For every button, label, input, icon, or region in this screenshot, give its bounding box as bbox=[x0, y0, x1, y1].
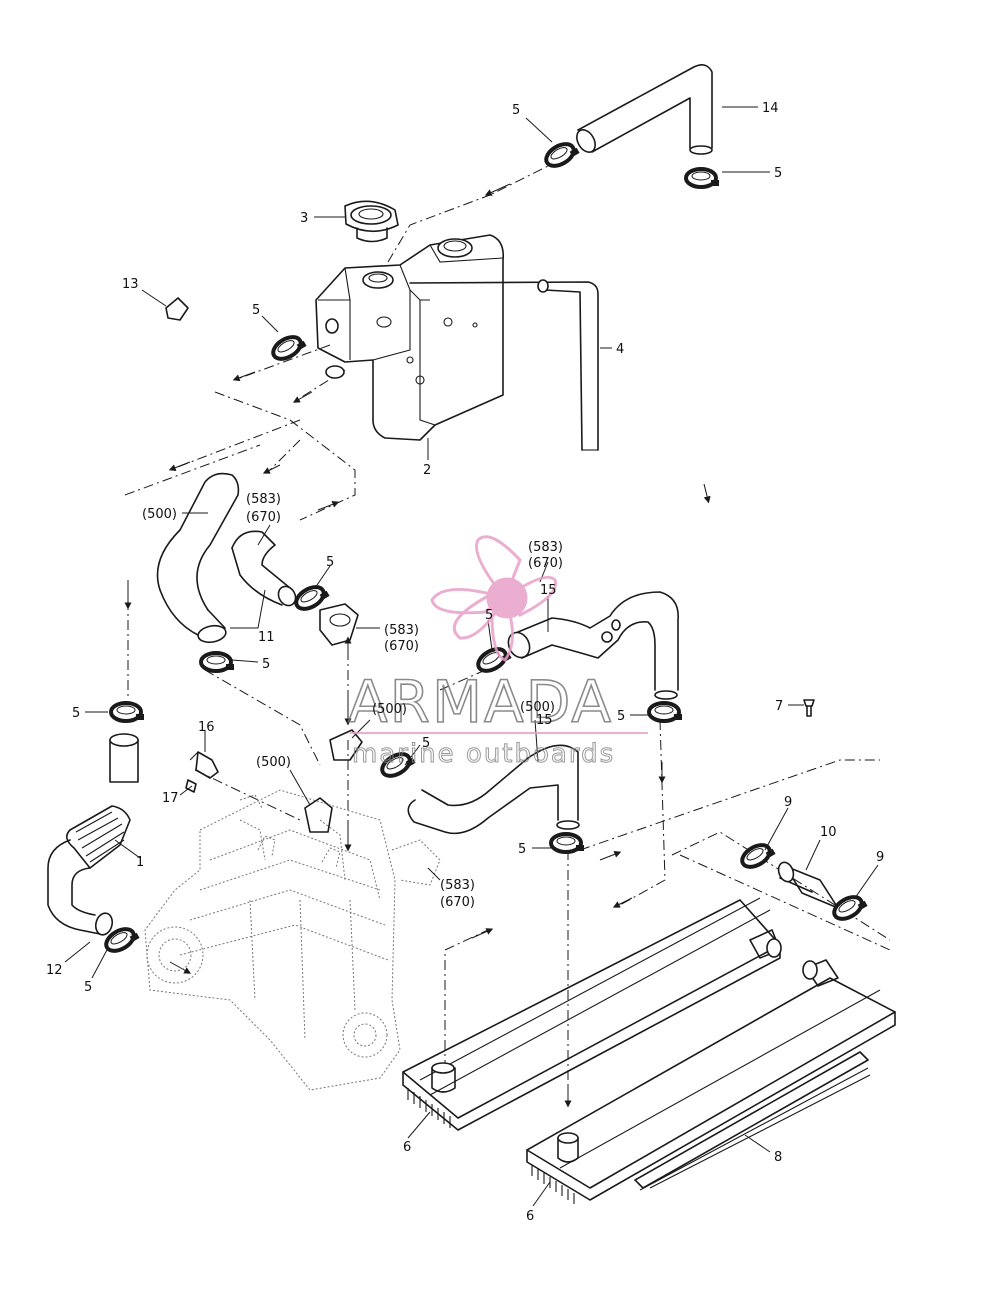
clamp-5-icon bbox=[271, 335, 307, 361]
label-part-6: 6 bbox=[403, 1140, 411, 1155]
label-ref-500: (500) bbox=[256, 755, 291, 770]
label-ref-670: (670) bbox=[384, 639, 419, 654]
bracket-11 bbox=[230, 589, 266, 629]
label-ref-670: (670) bbox=[440, 895, 475, 910]
label-part-14: 14 bbox=[762, 101, 779, 116]
label-ref-500: (500) bbox=[142, 507, 177, 522]
label-part-9: 9 bbox=[784, 795, 792, 810]
label-part-6: 6 bbox=[526, 1209, 534, 1224]
hose-583-670-left bbox=[231, 530, 297, 607]
leader-lines bbox=[64, 106, 879, 1207]
fastener-13 bbox=[165, 297, 189, 321]
fitting-500-center bbox=[304, 729, 363, 833]
label-part-5: 5 bbox=[422, 736, 430, 751]
label-ref-500: (500) bbox=[372, 702, 407, 717]
heat-exchanger-6-lower bbox=[526, 959, 896, 1204]
clamp-5-icon bbox=[380, 752, 416, 778]
hose-500-left bbox=[156, 472, 240, 644]
label-part-1: 1 bbox=[136, 855, 144, 870]
armada-logo-watermark: ARMADA marine outboards bbox=[347, 535, 648, 770]
clamp-5-icon bbox=[544, 142, 580, 168]
strip-8 bbox=[634, 1051, 871, 1191]
heat-exchanger-6-upper bbox=[402, 897, 782, 1131]
label-part-15: 15 bbox=[536, 713, 553, 728]
clamp-5-icon bbox=[647, 701, 682, 723]
watermark-brand: ARMADA bbox=[348, 668, 613, 736]
hose-upper-14 bbox=[576, 64, 713, 155]
washer-17 bbox=[185, 779, 197, 793]
hose-15-lower bbox=[407, 744, 580, 835]
clamp-9-icon bbox=[740, 843, 776, 869]
label-ref-583: (583) bbox=[440, 878, 475, 893]
expansion-tank-2 bbox=[315, 234, 505, 441]
label-part-9: 9 bbox=[876, 850, 884, 865]
label-ref-583: (583) bbox=[528, 540, 563, 555]
overflow-tube-4 bbox=[409, 279, 599, 451]
label-part-11: 11 bbox=[258, 630, 275, 645]
clamp-9-icon bbox=[832, 895, 868, 921]
label-part-5: 5 bbox=[72, 706, 80, 721]
label-part-8: 8 bbox=[774, 1150, 782, 1165]
clamp-5-icon bbox=[684, 167, 719, 189]
label-part-13: 13 bbox=[122, 277, 139, 292]
label-part-5: 5 bbox=[512, 103, 520, 118]
hose-clamps bbox=[104, 142, 868, 953]
flow-arrows bbox=[124, 183, 711, 1108]
corrugated-hose-1 bbox=[47, 733, 139, 936]
watermark-tagline: marine outboards bbox=[352, 739, 615, 769]
label-ref-583: (583) bbox=[384, 623, 419, 638]
callout-labels: 5 14 5 3 13 5 4 2 (500) (583) (670) 5 (5… bbox=[46, 101, 884, 1224]
clamp-5-icon bbox=[294, 585, 330, 611]
clamp-5-icon bbox=[549, 832, 584, 854]
label-part-17: 17 bbox=[162, 791, 179, 806]
screw-7 bbox=[803, 699, 815, 717]
label-part-5: 5 bbox=[485, 608, 493, 623]
label-part-5: 5 bbox=[326, 555, 334, 570]
label-part-4: 4 bbox=[616, 342, 624, 357]
propeller-icon bbox=[430, 535, 558, 662]
label-part-12: 12 bbox=[46, 963, 63, 978]
label-part-16: 16 bbox=[198, 720, 215, 735]
label-part-5: 5 bbox=[617, 709, 625, 724]
label-part-5: 5 bbox=[252, 303, 260, 318]
flow-lines bbox=[124, 159, 891, 1105]
label-part-10: 10 bbox=[820, 825, 837, 840]
label-ref-670: (670) bbox=[528, 556, 563, 571]
label-part-7: 7 bbox=[775, 699, 783, 714]
label-ref-670: (670) bbox=[246, 510, 281, 525]
hose-15-upper bbox=[507, 591, 679, 700]
label-ref-500: (500) bbox=[520, 700, 555, 715]
label-part-15: 15 bbox=[540, 583, 557, 598]
label-ref-583: (583) bbox=[246, 492, 281, 507]
clamp-5-icon bbox=[109, 701, 144, 723]
clamp-5-icon bbox=[104, 927, 140, 953]
label-part-5: 5 bbox=[84, 980, 92, 995]
sensor-16 bbox=[189, 751, 219, 779]
watermark-divider bbox=[350, 732, 648, 734]
label-part-5: 5 bbox=[518, 842, 526, 857]
clamp-5-icon bbox=[199, 651, 234, 673]
engine-block bbox=[144, 789, 441, 1091]
thermostat-housing bbox=[319, 603, 359, 646]
label-part-5: 5 bbox=[262, 657, 270, 672]
label-part-3: 3 bbox=[300, 211, 308, 226]
label-part-5: 5 bbox=[774, 166, 782, 181]
radiator-cap-3 bbox=[344, 200, 399, 243]
label-part-2: 2 bbox=[423, 463, 431, 478]
